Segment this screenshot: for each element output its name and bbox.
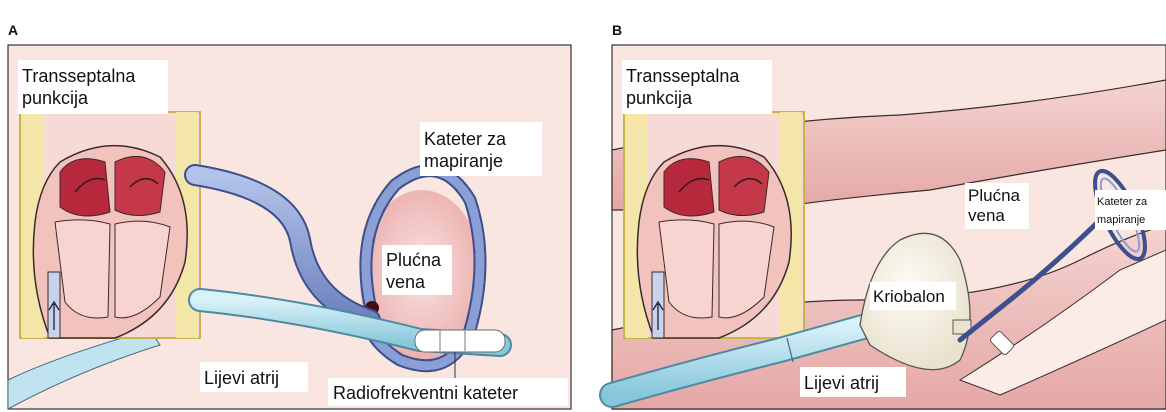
label-transseptal-b-1: Transseptalna: [626, 66, 740, 86]
panel-a: A Transseptalna punkcija Kateter za mapi…: [8, 22, 571, 409]
label-vein-a-2: vena: [386, 272, 426, 292]
label-mapping-a-1: Kateter za: [424, 129, 507, 149]
label-mapping-b-2: mapiranje: [1097, 214, 1145, 226]
label-transseptal-a-1: Transseptalna: [22, 66, 136, 86]
panel-b: B Transseptalna punkcija Plućna vena Kat…: [612, 22, 1166, 409]
label-mapping-b-1: Kateter za: [1097, 196, 1148, 208]
label-balloon: Kriobalon: [873, 287, 945, 306]
panel-a-letter: A: [8, 22, 18, 38]
heart-inset: [20, 112, 200, 338]
label-atrium-b: Lijevi atrij: [804, 373, 879, 393]
label-transseptal-a-2: punkcija: [22, 88, 89, 108]
label-atrium-a: Lijevi atrij: [204, 368, 279, 388]
label-vein-b-2: vena: [968, 206, 1005, 225]
panel-b-letter: B: [612, 22, 622, 38]
label-rf-catheter: Radiofrekventni kateter: [333, 383, 518, 403]
label-vein-a-1: Plućna: [386, 250, 442, 270]
label-vein-b-1: Plućna: [968, 186, 1021, 205]
heart-inset-b: [624, 112, 804, 338]
rf-catheter-tip: [415, 330, 505, 352]
label-mapping-a-2: mapiranje: [424, 151, 503, 171]
label-transseptal-b-2: punkcija: [626, 88, 693, 108]
